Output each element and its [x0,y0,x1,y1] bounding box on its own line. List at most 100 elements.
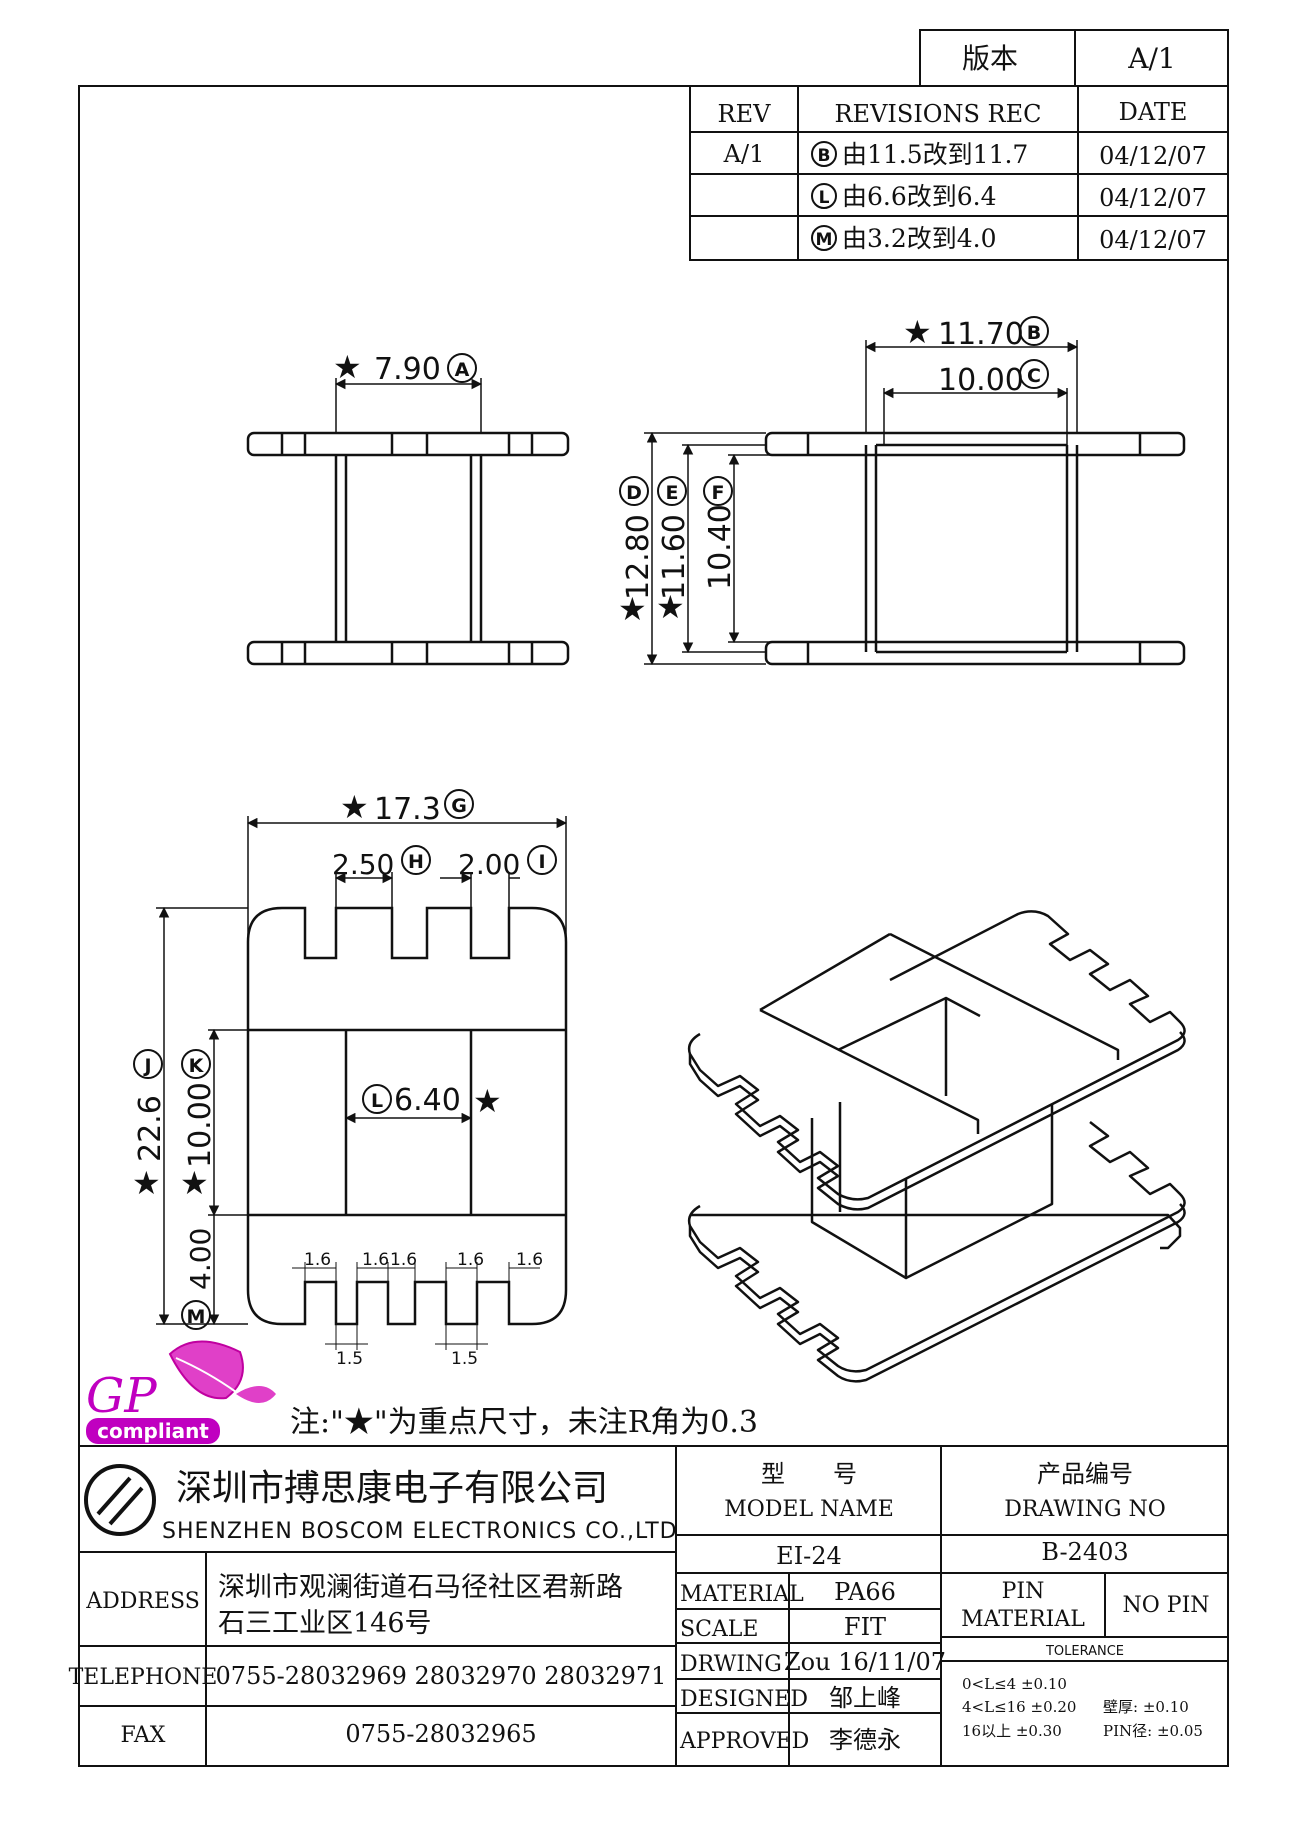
revision-row: M 由3.2改到4.0 04/12/07 [811,224,1207,254]
star-icon: ★ [340,788,369,826]
approved-value: 李德永 [829,1726,901,1754]
side-view-right [764,431,1186,666]
dimension-value: 7.90 [374,352,441,387]
dimension-G: ★ 17.3 G [246,788,568,955]
dimension-E: 11.60 E ★ [656,443,766,654]
company-logo-icon [84,1464,156,1536]
dimension-value: 11.70 [938,317,1024,352]
small-dimension-value: 1.5 [336,1349,363,1369]
tolerance-extra: 壁厚: ±0.10 [1103,1698,1189,1716]
dimension-value: 10.40 [703,504,738,590]
revision-row: B 由11.5改到11.7 04/12/07 [811,140,1207,170]
dimension-H: 2.50 H [332,845,431,908]
tolerance-line: 4<L≤16 ±0.20 [962,1698,1076,1716]
drawing-no-value: B-2403 [1041,1538,1128,1566]
drawing-note: 注:"★"为重点尺寸，未注R角为0.3 [290,1405,758,1440]
dimension-value: 22.6 [133,1095,168,1162]
small-dimension-value: 1.6 [516,1250,543,1270]
revision-date: 04/12/07 [1099,184,1207,212]
address-line1: 深圳市观澜街道石马径社区君新路 [218,1572,623,1603]
dimension-M: 4.00 M [181,1215,220,1330]
designed-value: 邹上峰 [829,1684,901,1712]
dimension-value: 17.3 [374,792,441,827]
scale-value: FIT [844,1613,886,1641]
scale-label: SCALE [680,1617,758,1642]
date-header: DATE [1119,98,1188,126]
dimension-J: J 22.6 ★ [132,906,248,1326]
star-icon: ★ [180,1164,209,1202]
approved-label: APPROVED [679,1729,809,1754]
dimension-A: ★ 7.90 A [333,348,483,433]
dimension-D: 12.80 D ★ [618,431,766,666]
revision-text: 由6.6改到6.4 [842,182,997,211]
mark-circle-icon [447,353,477,383]
side-view-left [246,431,570,666]
revision-mark: M [816,230,833,250]
revision-text: 由11.5改到11.7 [842,140,1028,169]
dimension-value: 11.60 [657,514,692,600]
compliant-text: compliant [97,1419,209,1443]
revision-text: 由3.2改到4.0 [842,224,997,253]
drawing-label-cn: 产品编号 [1037,1460,1133,1488]
dimension-value: 6.40 [394,1083,461,1118]
pin-material-label-1: PIN [1002,1579,1045,1604]
dimension-mark: H [408,851,424,873]
revision-mark: B [818,146,831,166]
mark-circle-icon [401,845,431,875]
star-icon: ★ [618,590,647,628]
dimension-mark: E [666,482,679,504]
mark-circle-icon [811,225,837,251]
dimension-C: 10.00 C [882,359,1069,445]
dimension-mark: L [371,1090,383,1112]
drawing-by-value: Zou 16/11/07 [784,1648,946,1676]
rev-value: A/1 [723,140,765,168]
mark-circle-icon [657,476,687,506]
mark-circle-icon [1019,316,1049,346]
telephone-label: TELEPHONE [69,1665,218,1690]
mark-circle-icon [811,183,837,209]
mark-circle-icon [181,1300,211,1330]
dimension-value: 12.80 [621,514,656,600]
dimension-mark: B [1027,322,1041,344]
mark-circle-icon [619,476,649,506]
mark-circle-icon [362,1084,392,1114]
model-label-en: MODEL NAME [724,1497,894,1522]
designed-label: DESIGNED [680,1687,808,1712]
mark-circle-icon [527,845,557,875]
star-icon: ★ [132,1164,161,1202]
title-block-grid [79,1445,1228,1766]
dimension-mark: M [187,1306,206,1328]
drawing-by-label: DRWING [680,1652,782,1677]
dimension-K: K 10.00 ★ [180,1028,248,1217]
gp-text: GP [86,1368,157,1424]
small-dimension-value: 1.6 [457,1250,484,1270]
rev-header: REV [718,100,772,128]
revisions-table [689,85,1229,261]
dimension-mark: I [538,851,545,873]
mark-circle-icon [444,789,474,819]
tolerance-line: 16以上 ±0.30 [962,1722,1062,1740]
star-icon: ★ [656,588,685,626]
pin-material-value: NO PIN [1122,1593,1209,1618]
material-value: PA66 [834,1578,896,1606]
dimension-I: 2.00 I [440,845,557,908]
dimension-F: 10.40 F [703,453,866,644]
revisions-rec-header: REVISIONS REC [834,100,1041,128]
fax-label: FAX [121,1723,166,1748]
dimension-mark: G [451,795,467,817]
material-label: MATERIAL [680,1582,804,1607]
address-label: ADDRESS [85,1589,200,1614]
revision-date: 04/12/07 [1099,226,1207,254]
tolerance-label: TOLERANCE [1045,1644,1124,1659]
dimension-mark: C [1027,365,1041,387]
mark-circle-icon [1019,359,1049,389]
tolerance-line: 0<L≤4 ±0.10 [962,1675,1067,1693]
dimension-B: ★ 11.70 B [864,313,1079,433]
model-label-cn: 型 号 [761,1460,857,1488]
dimension-mark: K [189,1055,205,1077]
version-box: 版本 A/1 [919,29,1229,87]
dimension-mark: A [455,359,470,381]
mark-circle-icon [811,141,837,167]
dimension-value: 4.00 [184,1228,217,1290]
dimension-value: 10.00 [183,1082,218,1168]
